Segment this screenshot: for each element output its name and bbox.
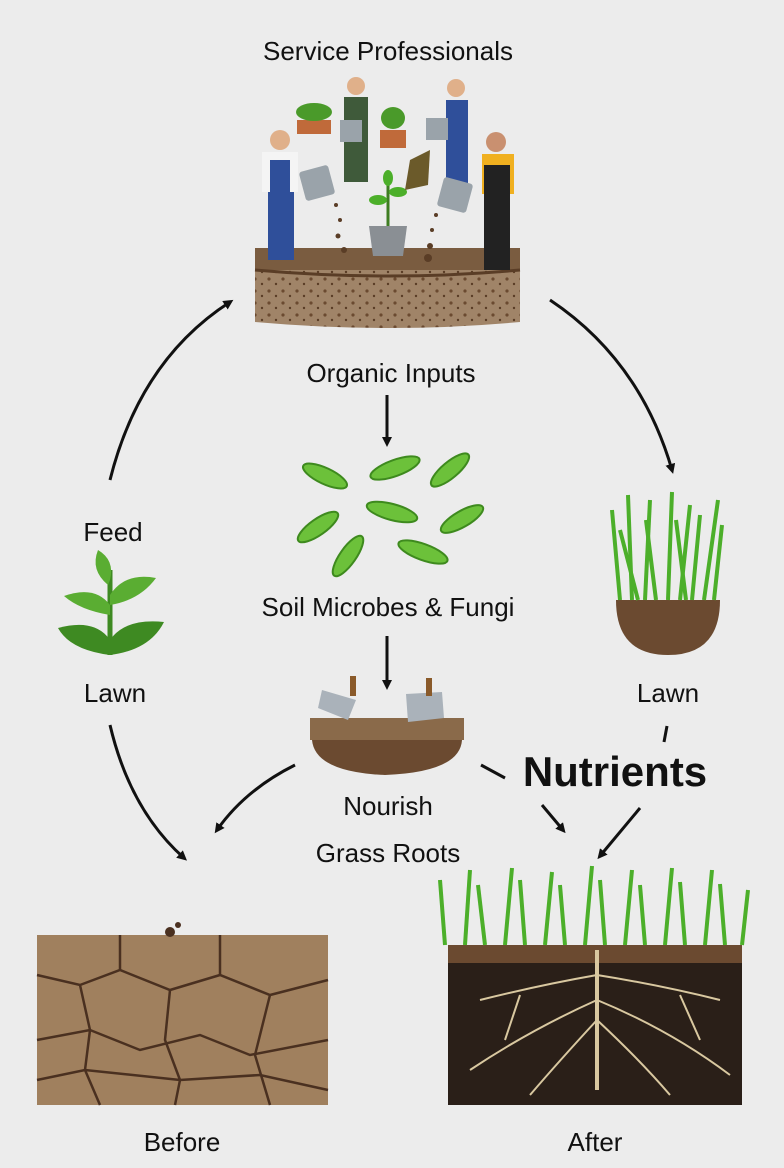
label-feed: Feed [83,517,143,547]
seedling-icon [58,550,164,655]
after-healthy-lawn-illustration [438,865,750,1105]
page-title: Service Professionals [263,36,513,66]
label-nutrients: Nutrients [522,748,708,795]
arrow-lawn-to-nutrients [662,725,669,743]
label-soil-microbes: Soil Microbes & Fungi [261,592,515,622]
arrow-nourish-to-after-b [540,804,566,834]
before-cracked-soil-illustration [36,922,329,1106]
soil-microbes-illustration [296,452,485,578]
arrow-nourish-to-after-a [480,763,506,780]
label-before: Before [143,1127,221,1157]
label-lawn-left: Lawn [83,678,147,708]
label-after: After [567,1127,623,1157]
arrow-nutrients-to-after [597,807,642,860]
arrow-lawn-to-before [108,724,187,861]
arrow-professionals-to-lawn [549,298,676,474]
service-professionals-illustration [254,77,521,328]
arrow-feed-to-professionals [108,299,234,481]
arrow-nourish-to-before [214,763,296,834]
nourish-soil-illustration [310,676,464,775]
label-grass-roots: Grass Roots [315,838,461,868]
label-nourish: Nourish [343,791,433,821]
grass-lawn-illustration [610,491,724,655]
label-lawn-right: Lawn [636,678,700,708]
label-organic-inputs: Organic Inputs [306,358,476,388]
